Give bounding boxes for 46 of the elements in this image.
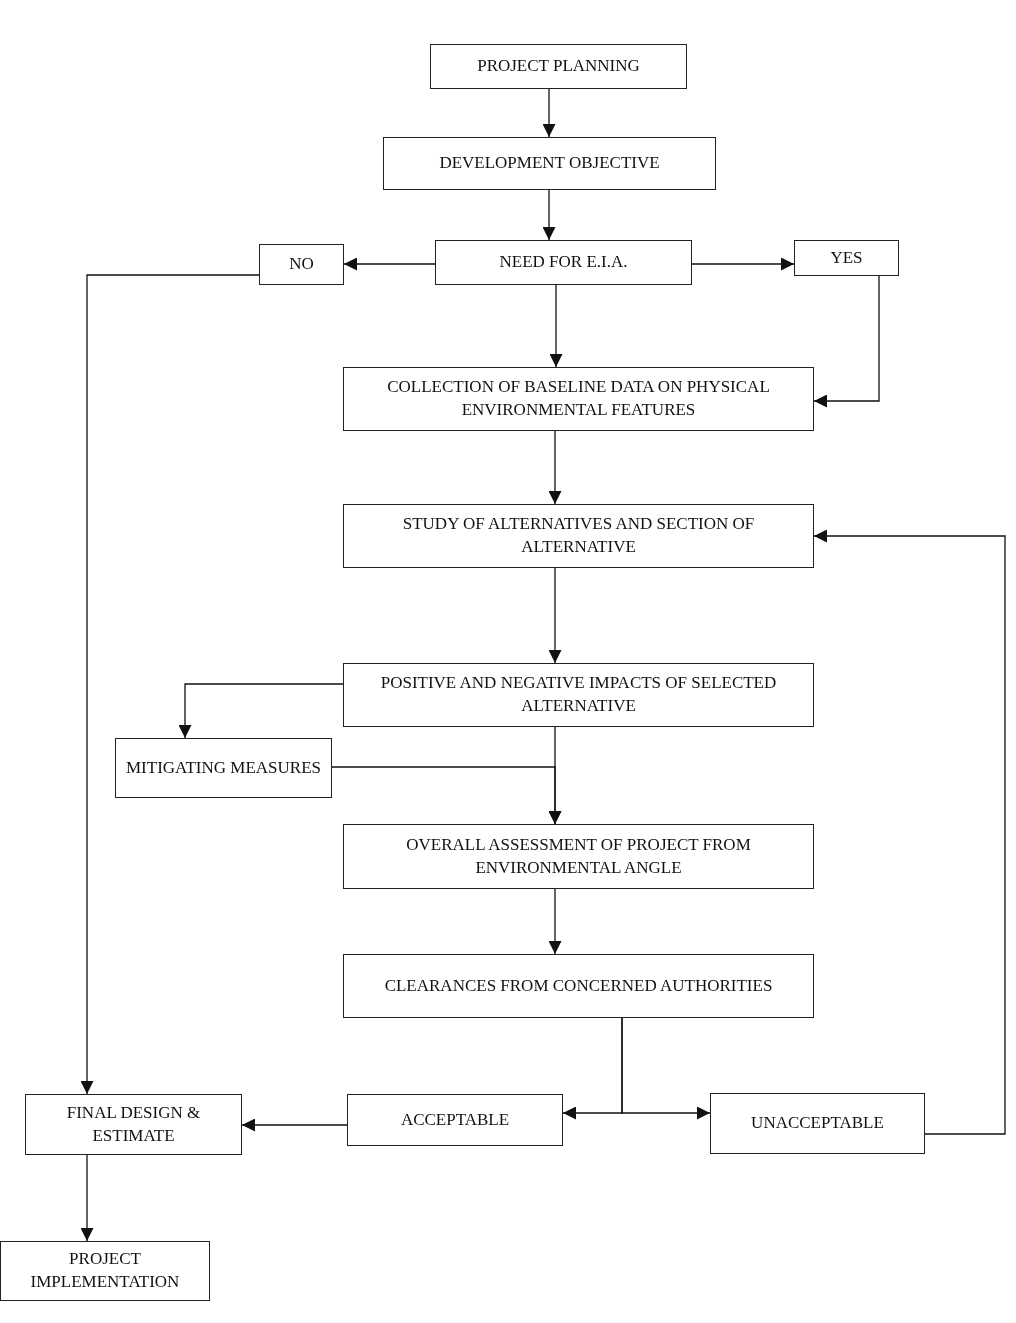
arrow: [813, 275, 880, 408]
arrow: [548, 430, 562, 505]
arrow: [548, 567, 562, 664]
box-label: FINAL DESIGN & ESTIMATE: [65, 1101, 202, 1147]
arrow: [241, 1118, 348, 1132]
box-label: POSITIVE AND NEGATIVE IMPACTS OF SELECTED ALTERNATIVE: [379, 672, 778, 717]
process-box: [259, 244, 344, 285]
box-label: PROJECT PLANNING: [477, 55, 640, 78]
arrow: [813, 529, 1006, 1135]
arrow: [548, 888, 562, 955]
arrow: [542, 88, 556, 138]
process-box: [347, 1094, 563, 1146]
process-box: [343, 824, 814, 889]
process-box: [25, 1094, 242, 1155]
process-box: [435, 240, 692, 285]
arrow: [80, 1154, 94, 1242]
arrow: [691, 257, 795, 271]
process-box: [343, 367, 814, 431]
arrow: [621, 1017, 711, 1120]
box-label: NEED FOR E.I.A.: [499, 251, 628, 274]
box-label: ACCEPTABLE: [400, 1108, 510, 1131]
process-box: [430, 44, 687, 89]
arrow: [343, 257, 436, 271]
arrow: [80, 274, 260, 1095]
process-box: [710, 1093, 925, 1154]
box-label: OVERALL ASSESSMENT OF PROJECT FROM ENVIRONMENTAL ANGLE: [405, 833, 752, 879]
box-label: CLEARANCES FROM CONCERNED AUTHORITIES: [384, 974, 773, 997]
box-label: COLLECTION OF BASELINE DATA ON PHYSICAL ENVIRONMENTAL FEATURES: [386, 376, 771, 421]
box-label: YES: [830, 246, 863, 269]
box-label: STUDY OF ALTERNATIVES AND SECTION OF ALTERNATIVE: [401, 513, 756, 558]
arrow: [549, 284, 563, 368]
box-label: UNACCEPTABLE: [751, 1112, 884, 1135]
arrow: [178, 683, 344, 739]
arrow: [542, 189, 556, 241]
process-box: [343, 663, 814, 727]
process-box: [794, 240, 899, 276]
process-box: [0, 1241, 210, 1301]
box-label: DEVELOPMENT OBJECTIVE: [439, 152, 660, 175]
box-label: MITIGATING MEASURES: [126, 756, 321, 779]
process-box: [343, 504, 814, 568]
process-box: [383, 137, 716, 190]
process-box: [343, 954, 814, 1018]
arrow: [331, 766, 562, 825]
box-label: NO: [289, 253, 314, 276]
box-label: PROJECT IMPLEMENTATION: [29, 1248, 181, 1293]
process-box: [115, 738, 332, 798]
